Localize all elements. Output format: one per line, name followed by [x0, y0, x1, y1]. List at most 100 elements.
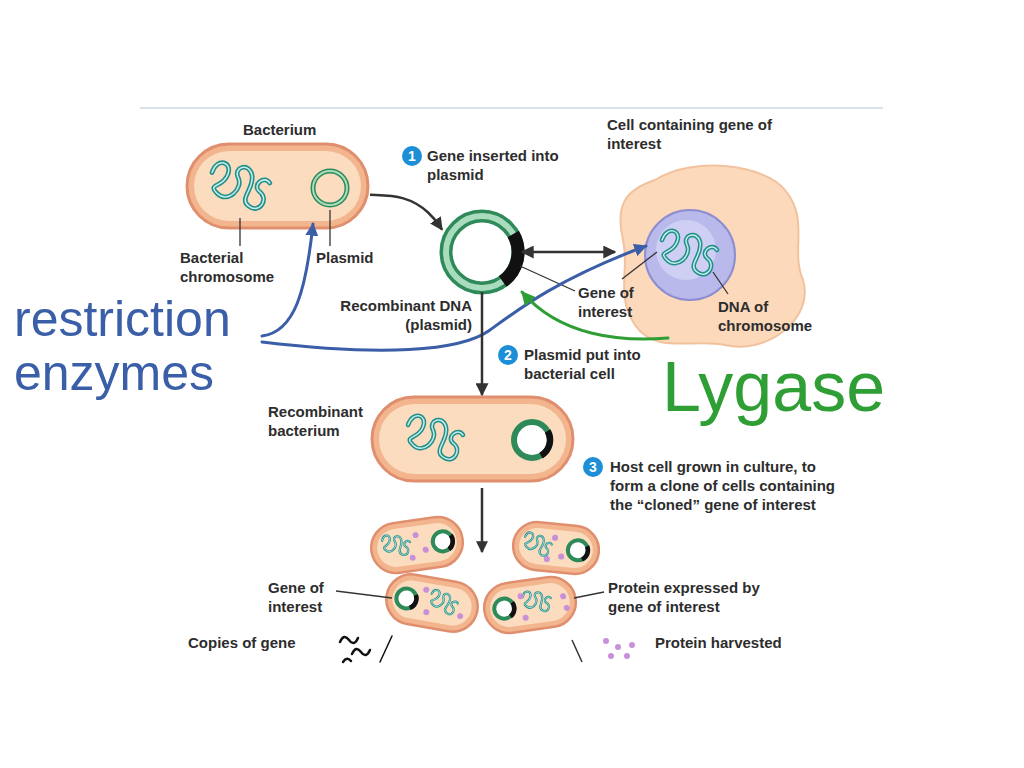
text-slot: Gene of interest	[578, 283, 650, 321]
plasmid-ring	[446, 216, 518, 288]
part-label: Protein expressed by gene of interest	[608, 578, 766, 616]
cytoplasm	[379, 404, 566, 474]
text-slot: Bacterial chromosome	[180, 248, 288, 286]
leader-line	[520, 266, 575, 291]
text-slot: Protein harvested	[655, 633, 782, 652]
node-label: Bacterium	[243, 120, 363, 139]
plasmid-ring	[313, 171, 347, 205]
gene-copies	[343, 659, 351, 662]
cloned-bacterium	[481, 574, 579, 636]
cloned-bacterium	[412, 532, 419, 539]
harvested-protein	[572, 638, 635, 662]
callout-number: 3	[583, 457, 603, 477]
gene-copies	[340, 636, 392, 662]
cloned-bacterium	[517, 526, 594, 570]
cloned-bacterium	[368, 514, 466, 576]
node-label: Recombinant DNA (plasmid)	[330, 296, 472, 334]
cloned-bacterium	[429, 589, 460, 615]
leader-line	[336, 591, 392, 598]
cloned-bacterium	[522, 614, 529, 621]
cloned-bacterium	[523, 532, 553, 557]
harvested-protein	[629, 642, 635, 648]
callout-number: 1	[402, 146, 422, 166]
node-label: Cell containing gene of interest	[607, 115, 782, 153]
cloned-bacterium	[382, 570, 481, 635]
text-slot: Plasmid	[316, 248, 374, 267]
part-label: Bacterial chromosome	[180, 248, 288, 286]
text-slot: Recombinant bacterium	[268, 402, 373, 440]
text-slot: restriction enzymes	[14, 292, 264, 400]
cloned-bacterium	[423, 609, 430, 616]
text-slot: Cell containing gene of interest	[607, 115, 782, 153]
cloned-bacterium	[368, 514, 466, 576]
cloned-bacterium	[522, 588, 552, 613]
process-arrow	[481, 292, 484, 395]
text-slot: 3	[583, 457, 603, 477]
text-slot: Gene inserted into plasmid	[427, 146, 587, 184]
cloned-bacterium	[431, 530, 454, 553]
text-slot: Bacterium	[243, 120, 363, 139]
cloned-bacterium	[381, 532, 411, 557]
gene-copies	[352, 649, 370, 655]
bacterial-chromosome	[408, 416, 463, 460]
recombinant-plasmid-small	[514, 422, 550, 458]
cloned-bacterium	[563, 605, 570, 612]
text-slot: Plasmid put into bacterial cell	[524, 345, 664, 383]
process-arrow	[481, 488, 484, 552]
bacterial-chromosome	[212, 163, 270, 209]
cloned-bacterium	[493, 597, 516, 620]
bacterial-chromosome	[212, 163, 270, 209]
text-slot: Protein expressed by gene of interest	[608, 578, 766, 616]
text-slot: 1	[402, 146, 422, 166]
step-text: Plasmid put into bacterial cell	[524, 345, 664, 383]
recombinant-plasmid-small	[514, 422, 550, 458]
cloned-bacterium	[511, 520, 602, 577]
harvested-protein	[615, 644, 621, 650]
harvested-protein	[624, 653, 630, 659]
cloned-bacterium	[382, 570, 481, 635]
text-slot: Lygase	[662, 348, 885, 426]
leader-line	[240, 210, 728, 598]
part-label: Plasmid	[316, 248, 374, 267]
text-slot: Gene of interest	[268, 578, 340, 616]
nucleus	[645, 210, 735, 300]
harvested-protein	[572, 640, 582, 662]
cloned-bacterium	[567, 539, 589, 561]
cell-wall	[187, 144, 368, 228]
leader-line	[713, 272, 728, 294]
handwritten-note: Lygase	[662, 348, 885, 426]
cytoplasm	[194, 151, 361, 221]
nucleus	[656, 220, 716, 280]
text-slot: Recombinant DNA (plasmid)	[330, 296, 472, 334]
gene-segment	[503, 234, 518, 282]
harvested-protein	[603, 638, 609, 644]
leader-line	[574, 592, 604, 598]
cloned-bacterium	[423, 586, 430, 593]
step-text: Gene inserted into plasmid	[427, 146, 587, 184]
plasmid-ring	[446, 216, 518, 288]
part-label: Protein harvested	[655, 633, 782, 652]
cloned-bacterium	[511, 520, 602, 577]
cloned-bacterium	[481, 574, 579, 636]
text-slot: Copies of gene	[188, 633, 296, 652]
gene-copies	[380, 636, 392, 662]
cloned-bacterium	[422, 546, 429, 553]
handwritten-note: restriction enzymes	[14, 292, 264, 400]
cloned-bacterium	[552, 535, 559, 542]
cloned-bacterium	[560, 593, 567, 600]
cloned-bacterium	[558, 553, 565, 560]
part-label: DNA of chromosome	[718, 297, 818, 335]
header-rule	[140, 108, 883, 109]
gene-copies	[340, 637, 358, 643]
callout-number: 2	[498, 345, 518, 365]
node-label: Recombinant bacterium	[268, 402, 373, 440]
process-arrow	[522, 251, 615, 254]
cloned-bacterium	[457, 613, 464, 620]
recombinant-plasmid-small	[541, 431, 550, 456]
leader-line	[329, 210, 330, 246]
cloned-bacterium	[395, 587, 418, 610]
nucleus	[662, 231, 717, 275]
nucleus	[645, 210, 735, 300]
